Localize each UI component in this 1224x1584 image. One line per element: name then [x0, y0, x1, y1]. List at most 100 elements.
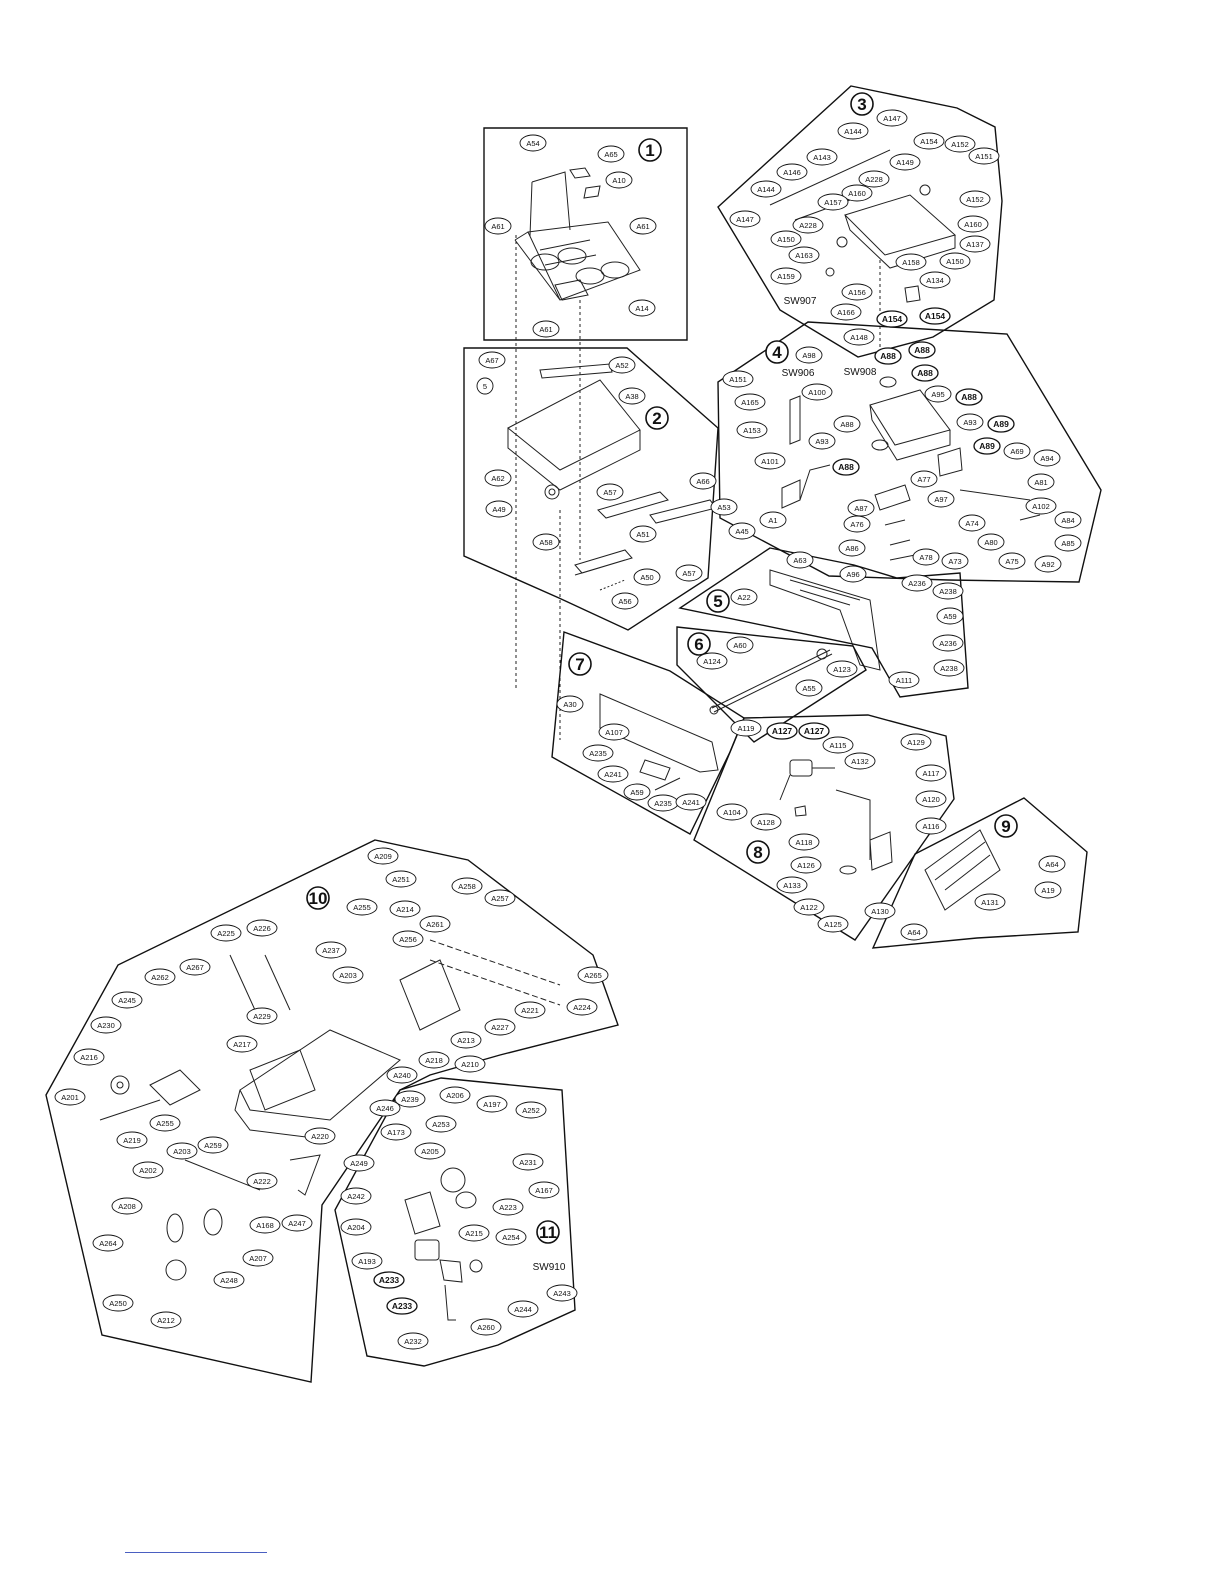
part-number: A219 — [123, 1136, 141, 1145]
section-number: 10 — [309, 889, 328, 908]
part-callout: A237 — [315, 941, 347, 959]
part-callout: A102 — [1025, 497, 1057, 515]
part-callout: A251 — [385, 870, 417, 888]
callout-bubble — [900, 923, 928, 941]
part-callout: A74 — [958, 514, 986, 532]
callout-bubble — [730, 719, 762, 737]
part-number: A239 — [401, 1095, 419, 1104]
part-callout: A128 — [750, 813, 782, 831]
part-number: A168 — [256, 1221, 274, 1230]
part-number: A143 — [813, 153, 831, 162]
callout-bubble — [754, 452, 786, 470]
section-s9: 9 — [871, 797, 1088, 949]
callout-bubble — [830, 303, 862, 321]
part-callout: A57 — [596, 483, 624, 501]
part-number: A88 — [880, 351, 896, 361]
callout-bubble — [939, 252, 971, 270]
callout-bubble — [790, 856, 822, 874]
callout-bubble — [582, 744, 614, 762]
callout-bubble — [874, 347, 902, 365]
part-number: A59 — [630, 788, 643, 797]
part-callout: A212 — [150, 1311, 182, 1329]
part-callout: A244 — [507, 1300, 539, 1318]
part-callout: A131 — [974, 893, 1006, 911]
callout-bubble — [315, 941, 347, 959]
callout-bubble — [605, 171, 633, 189]
callout-bubble — [736, 421, 768, 439]
callout-bubble — [397, 1332, 429, 1350]
part-callout: A123 — [826, 660, 858, 678]
part-callout: A160 — [957, 215, 989, 233]
part-number: A202 — [139, 1166, 157, 1175]
part-number: A223 — [499, 1203, 517, 1212]
part-number: A233 — [392, 1301, 413, 1311]
callout-bubble — [801, 383, 833, 401]
part-callout: A214 — [389, 900, 421, 918]
part-callout: A50 — [633, 568, 661, 586]
part-callout: A246 — [369, 1099, 401, 1117]
callout-bubble — [826, 660, 858, 678]
part-number: A150 — [946, 257, 964, 266]
callout-bubble — [492, 1198, 524, 1216]
part-number: A51 — [636, 530, 649, 539]
part-callout: A143 — [806, 148, 838, 166]
part-callout: A147 — [876, 109, 908, 127]
part-number: A126 — [797, 861, 815, 870]
callout-bubble — [419, 915, 451, 933]
part-number: A132 — [851, 757, 869, 766]
part-number: A128 — [757, 818, 775, 827]
part-number: A14 — [635, 304, 648, 313]
callout-bubble — [73, 1048, 105, 1066]
part-number: A95 — [931, 390, 944, 399]
section-outline — [717, 321, 1102, 583]
part-number: A220 — [311, 1132, 329, 1141]
part-number: A101 — [761, 457, 779, 466]
part-number: A257 — [491, 894, 509, 903]
part-number: A57 — [603, 488, 616, 497]
part-number: A244 — [514, 1305, 532, 1314]
callout-bubble — [484, 469, 512, 487]
callout-bubble — [900, 733, 932, 751]
part-number: A208 — [118, 1202, 136, 1211]
callout-bubble — [116, 1131, 148, 1149]
part-number: A204 — [347, 1223, 365, 1232]
part-number: A81 — [1034, 478, 1047, 487]
part-callout: A201 — [54, 1088, 86, 1106]
callout-bubble — [912, 548, 940, 566]
part-callout: A98 — [795, 346, 823, 364]
part-number: A84 — [1061, 516, 1074, 525]
callout-bubble — [759, 511, 787, 529]
part-callout: A45 — [728, 522, 756, 540]
callout-bubble — [389, 900, 421, 918]
callout-bubble — [959, 190, 991, 208]
part-callout: A203 — [166, 1142, 198, 1160]
mechanical-part-drawings — [99, 149, 1041, 1321]
part-number: A96 — [846, 570, 859, 579]
callout-bubble — [843, 515, 871, 533]
callout-bubble — [1034, 881, 1062, 899]
callout-bubble — [843, 328, 875, 346]
part-callout: A89 — [973, 437, 1001, 455]
part-number: A260 — [477, 1323, 495, 1332]
part-number: A54 — [526, 139, 539, 148]
callout-bubble — [919, 271, 951, 289]
part-number: A127 — [804, 726, 825, 736]
callout-bubble — [629, 217, 657, 235]
callout-bubble — [281, 1214, 313, 1232]
part-callout: A216 — [73, 1048, 105, 1066]
callout-bubble — [919, 307, 951, 325]
part-number: A147 — [883, 114, 901, 123]
callout-bubble — [729, 210, 761, 228]
section-s4: 4 — [717, 321, 1102, 583]
callout-bubble — [728, 522, 756, 540]
part-callout: A217 — [226, 1035, 258, 1053]
part-number: A61 — [539, 325, 552, 334]
part-callout: A10 — [605, 171, 633, 189]
part-number: A124 — [703, 657, 721, 666]
part-number: A60 — [733, 641, 746, 650]
part-number: A235 — [654, 799, 672, 808]
part-number: A64 — [907, 928, 920, 937]
callout-bubble — [944, 135, 976, 153]
callout-bubble — [92, 1234, 124, 1252]
section-1-plate-drawing — [514, 167, 641, 690]
